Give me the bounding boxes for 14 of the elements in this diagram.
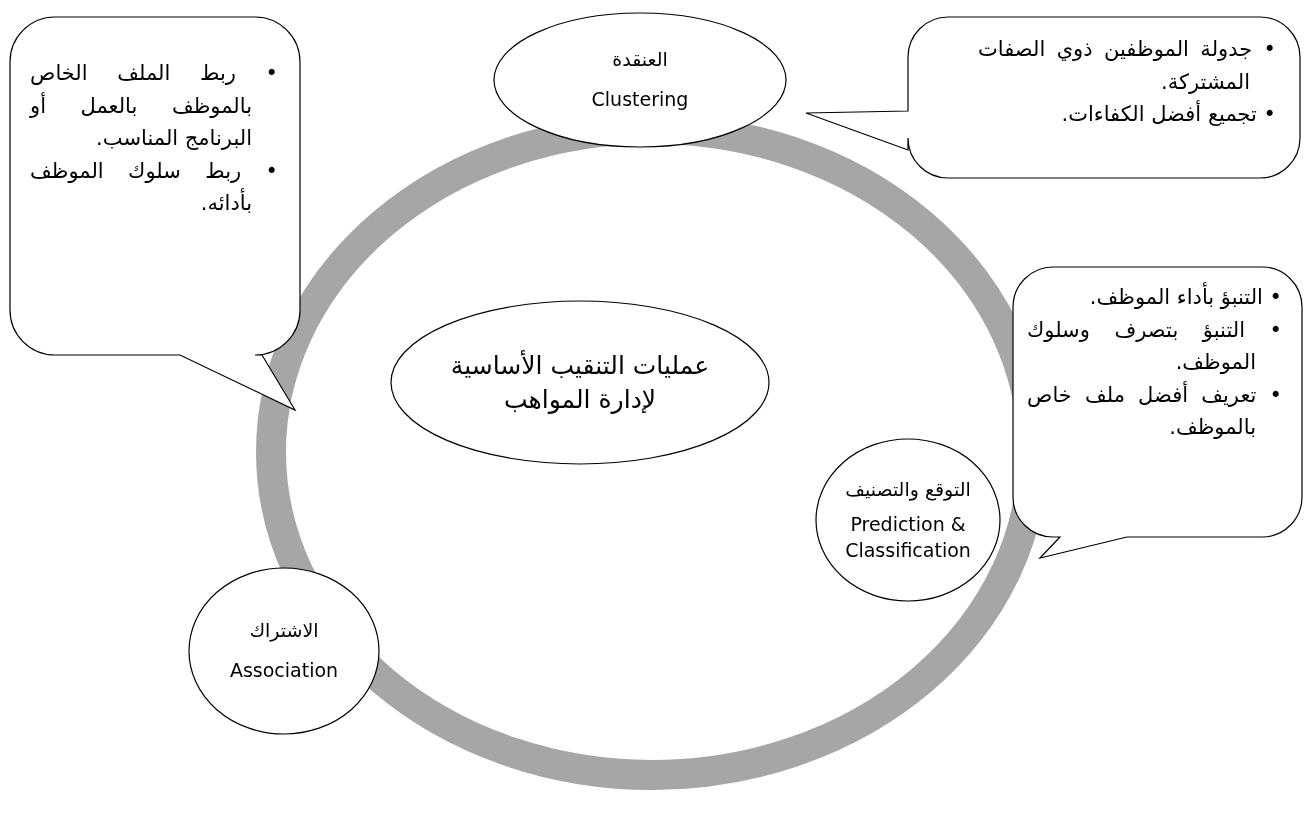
bullet-text: • تجميع أفضل الكفاءات. [1060, 99, 1276, 129]
bullet-text: • التنبؤ بأداء الموظف. [1027, 281, 1282, 314]
ellipse-label: العنقدة [612, 47, 668, 73]
bullet-text: • ربط الملف الخاص بالموظف بالعمل أو البرنامج المناسب. [30, 60, 278, 153]
bullet-text: • ربط سلوك الموظف بأدائه. [30, 157, 278, 218]
ellipse-label: عمليات التنقيب الأساسية لإدارة المواهب [449, 349, 711, 416]
ellipse-label: Association [229, 658, 339, 683]
ellipse-label: Clustering [591, 87, 689, 112]
bullet-text: • التنبؤ بتصرف وسلوك الموظف. [1027, 316, 1282, 377]
bullet-text: • تعريف أفضل ملف خاص بالموظف. [1027, 380, 1282, 442]
ellipse-label: Prediction & Classification [844, 512, 972, 563]
ellipse-label: التوقع والتصنيف [845, 476, 971, 503]
ellipse-label: الاشتراك [249, 618, 319, 644]
bullet-text: • جدولة الموظفين ذوي الصفات المشتركة. [978, 36, 1276, 96]
